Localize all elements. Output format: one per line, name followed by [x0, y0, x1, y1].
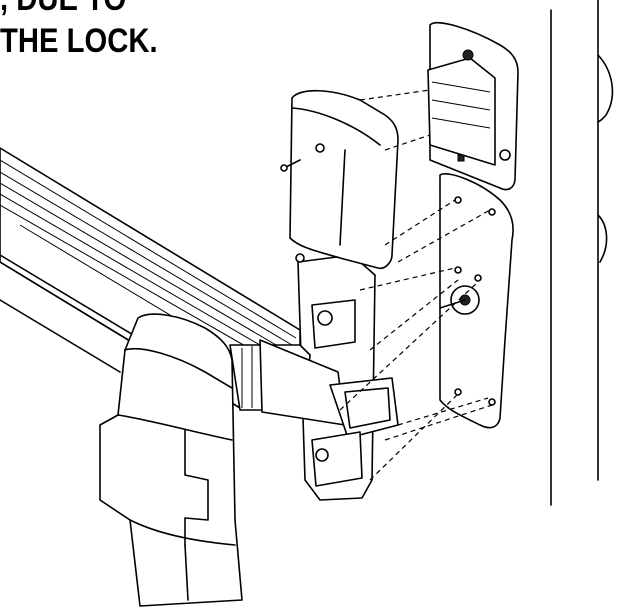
lock-cover: [280, 89, 399, 270]
caption-line-1: , DUE TO: [0, 0, 126, 16]
mounting-plate: [439, 173, 514, 429]
strike-assembly: [427, 21, 519, 191]
door-edge: [550, 0, 599, 506]
caption-line-2: THE LOCK.: [0, 22, 158, 60]
push-rail: [0, 147, 301, 409]
end-cap: [99, 313, 243, 607]
latch-mechanism: [229, 253, 399, 501]
door-handle: [597, 54, 614, 263]
explosion-lines: [339, 89, 493, 481]
